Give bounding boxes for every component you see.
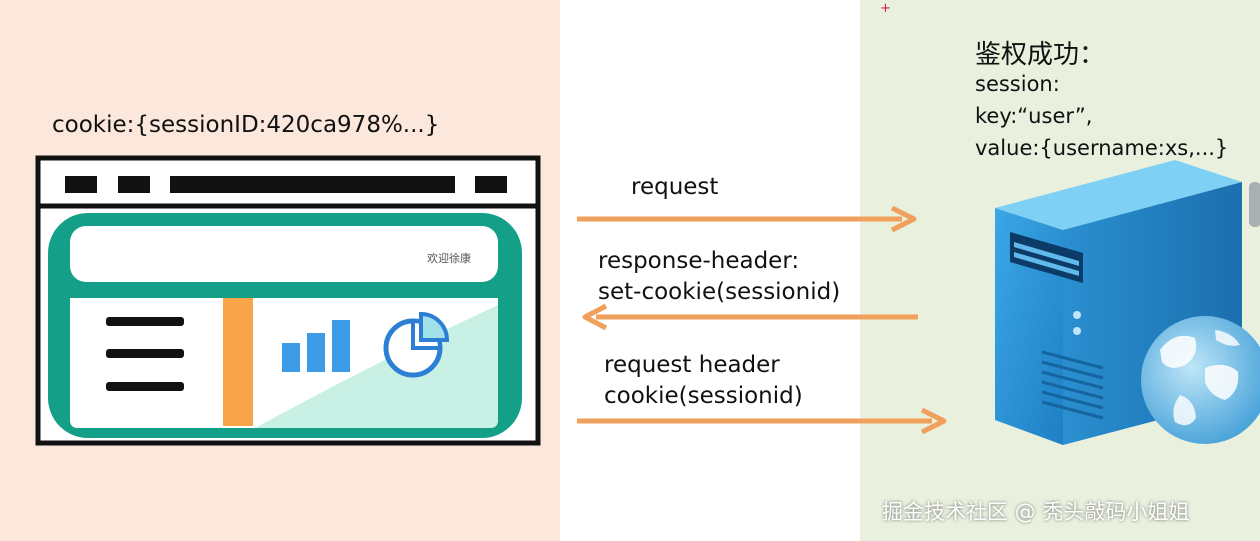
watermark: 掘金技术社区 @ 秃头敲码小姐姐 (882, 500, 1190, 524)
arrow-request (577, 205, 917, 233)
arrow-label-response: response-header: set-cookie(sessionid) (598, 246, 840, 308)
server-session-info: session: key:“user”, value:{username:xs,… (975, 68, 1228, 164)
network-panel (560, 0, 860, 541)
session-line: session: (975, 72, 1060, 96)
session-line: value:{username:xs,...} (975, 136, 1229, 160)
arrow-label-line: cookie(sessionid) (604, 383, 803, 409)
arrow-label-line: set-cookie(sessionid) (598, 279, 841, 305)
arrow-response (582, 303, 918, 331)
plus-marker: + (880, 1, 891, 16)
arrow-label-line: request header (604, 352, 780, 378)
arrow-request-cookie (577, 407, 947, 435)
cookie-label: cookie:{sessionID:420ca978%...} (52, 112, 440, 138)
browser-window-icon (35, 155, 541, 446)
edge-handle (1249, 182, 1260, 227)
server-auth-title: 鉴权成功： (975, 40, 1106, 70)
welcome-text: 欢迎徐康 (427, 252, 471, 265)
globe-icon (1141, 316, 1260, 444)
arrow-label-request-cookie: request header cookie(sessionid) (604, 350, 803, 412)
arrow-label-line: request (631, 174, 719, 200)
session-line: key:“user”, (975, 104, 1093, 128)
arrow-label-line: response-header: (598, 248, 800, 274)
arrow-label-request: request (631, 172, 718, 203)
